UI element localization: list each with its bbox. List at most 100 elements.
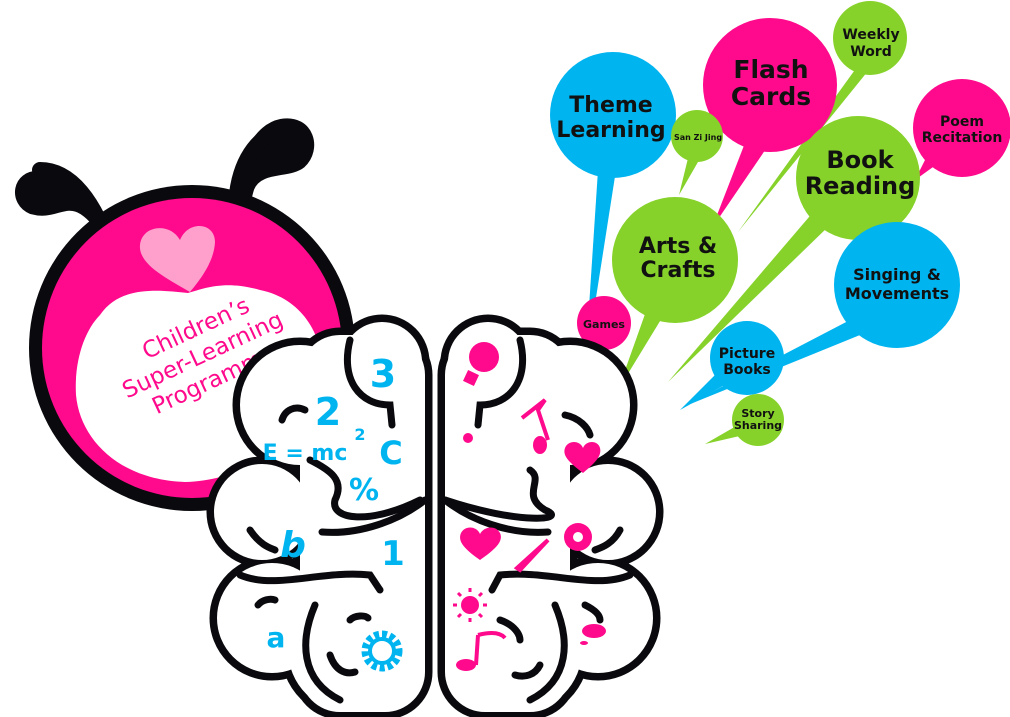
bubble-san-zi-jing: San Zi Jing	[671, 110, 723, 162]
shape	[591, 526, 624, 554]
shape	[561, 411, 594, 439]
shape	[236, 570, 384, 594]
right-brain-icons	[453, 342, 606, 671]
shape	[526, 601, 568, 704]
bubble-poem-recitation: Poem Recitation	[913, 79, 1010, 177]
shape	[577, 296, 631, 350]
label-text: Books	[723, 362, 771, 378]
shape	[278, 404, 309, 424]
heart-icon	[139, 225, 215, 292]
label-text: 3	[370, 352, 396, 396]
shape	[580, 641, 588, 645]
label-text: C	[379, 434, 402, 472]
shape	[302, 601, 344, 704]
shape	[618, 300, 668, 390]
shape	[456, 659, 476, 671]
label-text: Reading	[805, 172, 916, 200]
shape	[612, 197, 738, 323]
shape	[712, 130, 772, 228]
label-text: b	[280, 525, 306, 566]
label-text: Movements	[845, 284, 949, 303]
bubble-weekly-word: Weekly Word	[833, 1, 907, 75]
shape	[246, 526, 279, 554]
dot-icon	[463, 433, 473, 443]
shape	[214, 322, 656, 712]
shape	[254, 595, 279, 609]
label-text: Learning	[556, 118, 665, 143]
shape	[581, 601, 604, 624]
shape	[533, 436, 547, 454]
label-text: 2	[354, 425, 365, 444]
shape	[453, 588, 487, 622]
shape	[520, 398, 550, 441]
shape	[496, 616, 524, 644]
shape	[573, 532, 583, 542]
shape	[469, 342, 499, 372]
shape	[461, 596, 479, 614]
shape	[488, 570, 634, 594]
bubble-theme-learning: Theme Learning	[550, 52, 676, 178]
label-text: Story	[741, 407, 774, 420]
brain-folds	[236, 336, 634, 704]
shape	[510, 345, 630, 465]
brain: 3 2 E = mc 2 C % b 1 a	[206, 314, 664, 717]
shape	[582, 624, 606, 638]
shape	[368, 637, 396, 665]
label-text: Theme	[569, 93, 652, 118]
bubble-games: Games	[577, 296, 631, 350]
bubble-flash-cards: Flash Cards	[703, 18, 837, 152]
shape	[796, 116, 920, 240]
shape	[703, 18, 837, 152]
music-note-icon	[456, 631, 507, 671]
label-text: Arts &	[639, 234, 717, 259]
label-text: a	[267, 621, 286, 654]
shape	[671, 110, 723, 162]
bubble-story-sharing: Story Sharing	[732, 394, 784, 446]
label-text: Poem	[940, 114, 984, 130]
label-text: 2	[315, 390, 341, 434]
shape	[326, 651, 359, 677]
bubble-picture-books: Picture Books	[710, 321, 784, 395]
label-text: Weekly	[842, 27, 899, 43]
label-text: Crafts	[640, 258, 715, 283]
lightbulb-icon	[463, 342, 499, 386]
label-text: Sharing	[734, 419, 782, 432]
shape	[474, 336, 527, 429]
bubble-singing-movements: Singing & Movements	[834, 222, 960, 348]
label-text: Word	[850, 44, 892, 60]
label-text: E = mc	[263, 441, 348, 466]
label-text: San Zi Jing	[674, 133, 722, 142]
paintbrush-icon	[513, 538, 550, 573]
shape	[342, 322, 422, 402]
sun-icon	[453, 588, 487, 622]
left-brain-glyphs: 3 2 E = mc 2 C % b 1 a	[263, 352, 405, 672]
shape	[833, 1, 907, 75]
shape	[441, 466, 555, 522]
shape	[318, 496, 429, 536]
bubble-arts-crafts: Arts & Crafts	[612, 197, 738, 323]
bubble-book-reading: Book Reading	[796, 116, 920, 240]
shape	[511, 661, 544, 680]
shape	[732, 394, 784, 446]
shape	[834, 222, 960, 348]
shape	[474, 631, 507, 666]
label-text: Book	[826, 146, 894, 174]
shape	[343, 336, 396, 429]
heart-icon	[564, 442, 601, 473]
label-text: Recitation	[922, 130, 1003, 146]
music-note-icon	[520, 398, 550, 454]
shape	[550, 52, 676, 178]
shape	[913, 79, 1010, 177]
shape	[361, 630, 403, 672]
label-text: Cards	[731, 82, 811, 111]
shape	[441, 496, 552, 536]
shape	[306, 456, 424, 521]
shape	[668, 210, 830, 382]
label-text: Picture	[719, 346, 775, 362]
flower-icon	[564, 523, 592, 551]
label-text: Flash	[733, 55, 808, 84]
thought-cloud-icon	[580, 624, 606, 645]
gear-icon	[361, 630, 403, 672]
label-text: 1	[381, 534, 405, 574]
